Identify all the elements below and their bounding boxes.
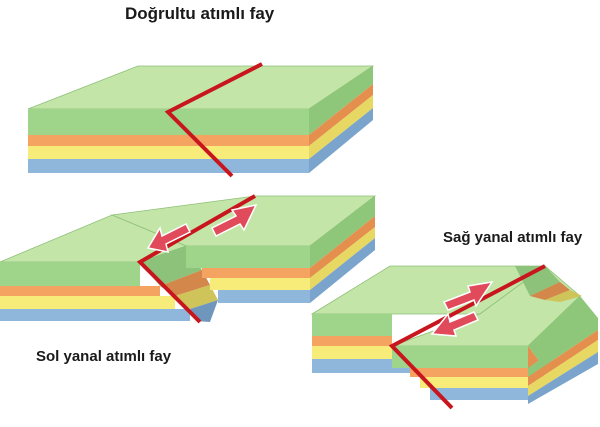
arrow-icon xyxy=(442,280,494,311)
layer-blue xyxy=(218,290,310,303)
left-lateral-label: Sol yanal atımlı fay xyxy=(36,348,172,365)
block-right-lateral xyxy=(310,264,598,410)
side-green xyxy=(528,318,598,377)
side-green xyxy=(310,196,375,268)
side-blue xyxy=(310,238,375,303)
diagram-title: Doğrultu atımlı fay xyxy=(125,4,275,23)
fault-wall xyxy=(545,290,582,302)
side-yellow xyxy=(528,340,598,396)
block-left-lateral xyxy=(0,194,377,324)
layer-yellow xyxy=(420,377,528,388)
side-blue xyxy=(528,352,598,404)
right-lateral-label: Sağ yanal atımlı fay xyxy=(443,229,583,246)
arrow-icon xyxy=(210,203,258,238)
fault-wall xyxy=(160,270,210,296)
side-orange xyxy=(528,330,598,386)
fault-wall xyxy=(175,285,218,309)
layer-blue xyxy=(312,359,410,373)
layer-yellow xyxy=(210,278,310,290)
side-yellow xyxy=(310,227,375,290)
side-blue xyxy=(309,108,373,173)
layer-orange xyxy=(410,368,528,377)
layer-orange xyxy=(312,336,392,346)
layer-green xyxy=(186,246,310,268)
arrow-icon xyxy=(430,311,480,337)
layer-yellow xyxy=(0,296,175,309)
layer-blue xyxy=(28,159,309,173)
side-yellow xyxy=(309,95,373,159)
layer-orange xyxy=(28,135,309,146)
layer-yellow xyxy=(312,346,398,359)
side-green xyxy=(309,66,373,135)
layer-green xyxy=(392,346,528,368)
side-green xyxy=(528,296,598,368)
layer-green xyxy=(0,262,140,286)
block-unfaulted xyxy=(27,62,375,178)
layer-blue xyxy=(0,309,190,321)
fault-wall xyxy=(530,282,570,300)
layer-orange xyxy=(202,268,310,278)
fault-line xyxy=(136,194,256,324)
layer-orange xyxy=(0,286,160,296)
layer-yellow xyxy=(28,146,309,159)
side-orange xyxy=(309,84,373,146)
layer-blue xyxy=(430,388,528,400)
layer-green xyxy=(312,314,392,336)
fault-line xyxy=(388,264,546,410)
arrow-icon xyxy=(146,222,192,253)
fault-wall xyxy=(515,266,560,296)
side-orange xyxy=(310,216,375,278)
fault-line xyxy=(164,62,263,178)
